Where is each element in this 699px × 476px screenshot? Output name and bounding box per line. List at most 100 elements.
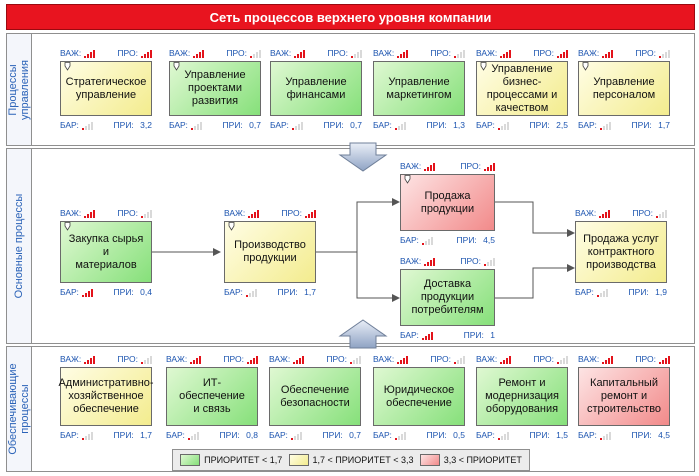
legend-swatch-red xyxy=(419,454,440,466)
process-hr[interactable]: Управление персоналом xyxy=(578,61,670,116)
signal-bars-icon xyxy=(141,49,152,58)
metric-priority: ПРИ: 1,7 xyxy=(113,430,152,440)
process-capital[interactable]: Капитальный ремонт и строительство xyxy=(578,367,670,426)
diagram-title: Сеть процессов верхнего уровня компании xyxy=(6,4,695,30)
process-admin[interactable]: Административно- хозяйственное обеспечен… xyxy=(58,367,154,426)
signal-bars-icon xyxy=(294,49,306,58)
process-legal[interactable]: Юридическое обеспечение xyxy=(373,367,465,426)
process-strategic[interactable]: Стратегическое управление xyxy=(60,61,152,116)
priority-value: 4,5 xyxy=(658,430,670,440)
metric-priority: ПРИ: 1,9 xyxy=(628,287,667,297)
process-it[interactable]: ИТ-обеспечение и связь xyxy=(166,367,258,426)
signal-bars-icon xyxy=(599,209,611,218)
metric-priority: ПРИ: 0,7 xyxy=(323,120,362,130)
process-name: Обеспечение безопасности xyxy=(280,383,350,409)
process-name: Управление финансами xyxy=(285,75,347,101)
metric-priority: ПРИ: 0,5 xyxy=(426,430,465,440)
metric-barriers: БАР: xyxy=(578,120,611,130)
metric-problems: ПРО: xyxy=(430,354,465,364)
process-repair[interactable]: Ремонт и модернизация оборудования xyxy=(476,367,568,426)
metric-barriers: БАР: xyxy=(270,120,303,130)
metric-priority: ПРИ: 0,8 xyxy=(219,430,258,440)
metric-problems: ПРО: xyxy=(226,48,261,58)
process-finance[interactable]: Управление финансами xyxy=(270,61,362,116)
signal-bars-icon xyxy=(424,162,436,171)
metric-problems: ПРО: xyxy=(533,354,568,364)
signal-bars-icon xyxy=(141,355,152,364)
metric-problems: ПРО: xyxy=(635,354,670,364)
signal-bars-icon xyxy=(424,257,436,266)
priority-value: 0,4 xyxy=(140,287,152,297)
signal-bars-icon xyxy=(293,355,305,364)
metrics-top-finance: ВАЖ:ПРО: xyxy=(270,47,362,59)
process-name: Производство продукции xyxy=(234,239,306,264)
metrics-bottom-contract: БАР:ПРИ: 1,9 xyxy=(575,286,667,298)
metrics-bottom-projects: БАР:ПРИ: 0,7 xyxy=(169,119,261,131)
metric-priority: ПРИ: 4,5 xyxy=(456,235,495,245)
metric-barriers: БАР: xyxy=(169,120,202,130)
signal-bars-icon xyxy=(84,355,96,364)
metric-priority: ПРИ: 1 xyxy=(463,330,495,340)
priority-value: 1,9 xyxy=(655,287,667,297)
metric-barriers: БАР: xyxy=(400,235,433,245)
metrics-bottom-hr: БАР:ПРИ: 1,7 xyxy=(578,119,670,131)
metrics-bottom-admin: БАР:ПРИ: 1,7 xyxy=(60,429,152,441)
priority-value: 1,3 xyxy=(453,120,465,130)
connector-production-sales xyxy=(315,198,400,253)
signal-bars-icon xyxy=(84,209,96,218)
metric-importance: ВАЖ: xyxy=(60,208,96,218)
process-sales[interactable]: Продажа продукции xyxy=(400,174,495,231)
metric-problems: ПРО: xyxy=(117,354,152,364)
flag-icon xyxy=(64,222,71,231)
signal-bars-icon xyxy=(497,121,509,130)
metric-importance: ВАЖ: xyxy=(169,48,205,58)
process-name: Продажа услуг контрактного производства xyxy=(583,232,659,271)
metrics-bottom-it: БАР:ПРИ: 0,8 xyxy=(166,429,258,441)
process-production[interactable]: Производство продукции xyxy=(224,221,316,283)
flag-icon xyxy=(582,62,589,71)
process-marketing[interactable]: Управление маркетингом xyxy=(373,61,465,116)
signal-bars-icon xyxy=(484,257,495,266)
process-projects[interactable]: Управление проектами развития xyxy=(169,61,261,116)
metrics-top-hr: ВАЖ:ПРО: xyxy=(578,47,670,59)
metrics-top-legal: ВАЖ: ПРО: xyxy=(373,353,465,365)
priority-value: 2,5 xyxy=(556,120,568,130)
metric-problems: ПРО: xyxy=(326,354,361,364)
process-name: Административно- хозяйственное обеспечен… xyxy=(58,377,154,415)
connector-delivery-contract xyxy=(494,264,575,299)
process-bpm[interactable]: Управление бизнес- процессами и качество… xyxy=(476,61,568,116)
signal-bars-icon xyxy=(84,49,96,58)
metric-problems: ПРО: xyxy=(281,208,316,218)
metric-importance: ВАЖ: xyxy=(575,208,611,218)
signal-bars-icon xyxy=(305,209,316,218)
flag-icon xyxy=(64,62,71,71)
metric-importance: ВАЖ: xyxy=(373,354,409,364)
metric-importance: ВАЖ: xyxy=(166,354,202,364)
legend-item-yellow: 1,7 < ПРИОРИТЕТ < 3,3 xyxy=(288,454,413,466)
process-contract[interactable]: Продажа услуг контрактного производства xyxy=(575,221,667,283)
legend-label-green: ПРИОРИТЕТ < 1,7 xyxy=(204,455,283,465)
metric-importance: ВАЖ: xyxy=(270,48,306,58)
metrics-bottom-repair: БАР:ПРИ: 1,5 xyxy=(476,429,568,441)
signal-bars-icon xyxy=(81,288,93,297)
connector-sales-contract xyxy=(494,201,575,237)
signal-bars-icon xyxy=(81,431,93,440)
process-name: Управление маркетингом xyxy=(386,75,452,101)
flag-icon xyxy=(404,175,411,184)
priority-value: 3,2 xyxy=(140,120,152,130)
signal-bars-icon xyxy=(397,49,409,58)
metric-barriers: БАР: xyxy=(578,430,611,440)
process-name: Доставка продукции потребителям xyxy=(411,278,484,316)
metrics-top-sales: ВАЖ:ПРО: xyxy=(400,160,495,172)
connector-production-delivery xyxy=(356,252,400,302)
process-name: Продажа продукции xyxy=(420,189,475,215)
signal-bars-icon xyxy=(290,431,302,440)
process-security[interactable]: Обеспечение безопасности xyxy=(269,367,361,426)
priority-value: 1,7 xyxy=(658,120,670,130)
process-delivery[interactable]: Доставка продукции потребителям xyxy=(400,269,495,326)
signal-bars-icon xyxy=(245,288,257,297)
process-purchase[interactable]: Закупка сырья и материалов xyxy=(60,221,152,283)
metric-barriers: БАР: xyxy=(373,120,406,130)
metric-importance: ВАЖ: xyxy=(400,256,436,266)
